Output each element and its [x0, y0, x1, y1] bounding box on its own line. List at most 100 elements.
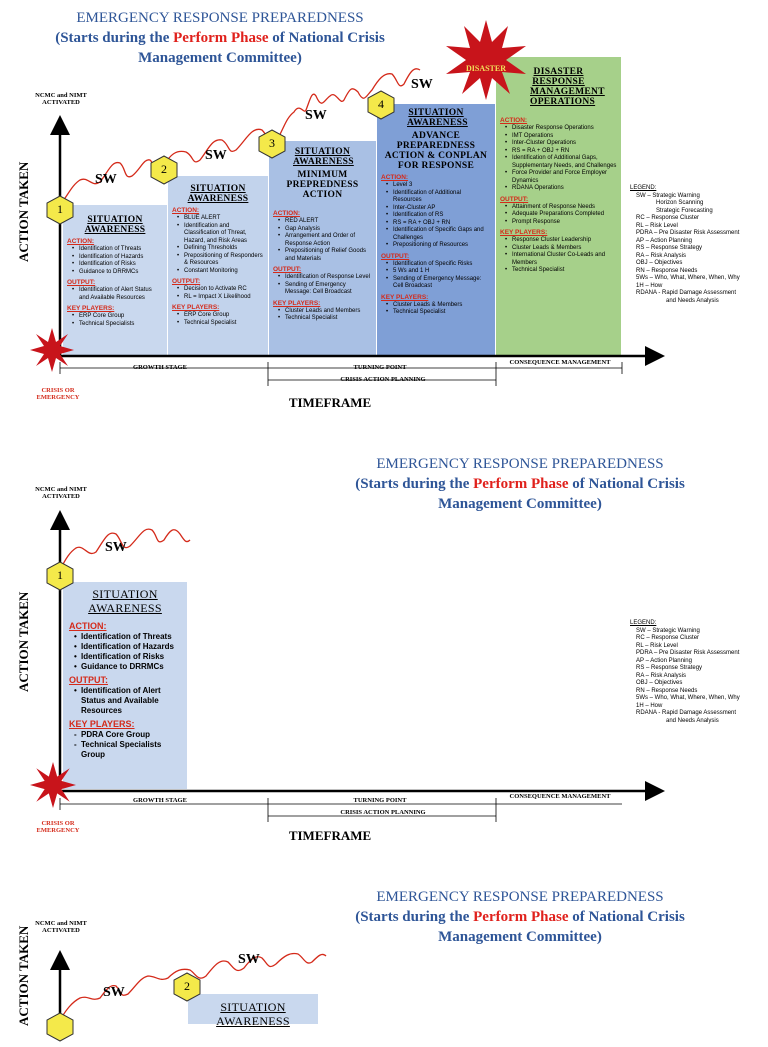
list-item: Sending of Emergency Message: Cell Broad… — [386, 276, 491, 291]
ncmc-label: NCMC and NIMT ACTIVATED — [35, 920, 87, 934]
list-item: Technical Specialist — [278, 315, 372, 323]
list-item: Identification of Specific Gaps and Chal… — [386, 227, 491, 242]
box1-players-label: KEY PLAYERS: — [67, 305, 115, 312]
list-item: IMT Operations — [505, 133, 617, 141]
legend-line: OBJ – Objectives — [636, 680, 683, 686]
box5-heading: DISASTER RESPONSE MANAGEMENT OPERATIONS — [530, 67, 605, 107]
x-axis-label: TIMEFRAME — [288, 395, 372, 410]
list-item: ERP Core Group — [72, 313, 163, 321]
legend-line: AP – Action Planning — [636, 657, 692, 664]
list-item: Identification of Alert Status and Avail… — [74, 686, 181, 716]
step-number: 1 — [57, 568, 63, 582]
y-axis-label: ACTION TAKEN — [16, 925, 31, 1026]
list-item: Cluster Leads & Members — [505, 245, 617, 253]
box3-action-label: ACTION: — [273, 210, 301, 217]
y-axis-label: ACTION TAKEN — [16, 161, 31, 262]
legend-line: RDANA - Rapid Damage Assessment — [636, 290, 737, 296]
consequence-label: CONSEQUENCE MANAGEMENT — [509, 793, 611, 800]
title-line-2: (Starts during the Perform Phase of Nati… — [0, 28, 440, 48]
box2-heading: SITUATION AWARENESS — [187, 184, 249, 204]
legend-line: PDRA – Pre Disaster Risk Assessment — [636, 650, 740, 656]
legend-title: LEGEND: — [630, 620, 657, 626]
panel3-axes — [50, 950, 327, 1024]
box1-output-label: OUTPUT: — [67, 279, 96, 286]
step-number: 3 — [269, 136, 275, 150]
box3-players: Cluster Leads and Members Technical Spec… — [273, 308, 372, 323]
title-post: of National Crisis — [568, 476, 685, 492]
legend-line: RS – Response Strategy — [636, 665, 703, 671]
title-line-1: EMERGENCY RESPONSE PREPAREDNESS — [376, 456, 664, 472]
legend-line: 5Ws – Who, What, Where, When, Why — [636, 695, 740, 701]
list-item: Technical Specialists — [72, 321, 163, 329]
list-item: Disaster Response Operations — [505, 125, 617, 133]
box1-players: PDRA Core Group Technical Specialists Gr… — [69, 730, 181, 760]
box3-output-label: OUTPUT: — [273, 266, 302, 273]
list-item: Constant Monitoring — [177, 268, 264, 276]
growth-stage-label: GROWTH STAGE — [133, 364, 187, 371]
legend-line: OBJ – Objectives — [636, 260, 683, 266]
list-item: Identification of Additional Gaps, Suppl… — [505, 155, 617, 170]
sw-label: SW — [411, 77, 433, 92]
legend-line: RA – Risk Analysis — [636, 252, 687, 259]
crisis-burst-icon — [30, 328, 74, 372]
list-item: Identification and Classification of Thr… — [177, 223, 264, 246]
step-hexagon-1 — [45, 1012, 75, 1042]
box-situation-awareness-2: SITUATION AWARENESS ACTION: BLUE ALERT I… — [168, 176, 268, 355]
sw-label: SW — [305, 108, 327, 123]
box1-actions: Identification of Threats Identification… — [67, 246, 163, 276]
crisis-label: CRISIS OR EMERGENCY — [36, 820, 80, 834]
list-item: Inter-Cluster AP — [386, 205, 491, 213]
box1-action-label: ACTION: — [69, 621, 107, 631]
legend-line: RL – Risk Level — [636, 642, 678, 649]
title-red: Perform Phase — [473, 476, 569, 492]
title-red: Perform Phase — [473, 909, 569, 925]
box1-output-label: OUTPUT: — [69, 675, 108, 685]
crisis-action-planning-label: CRISIS ACTION PLANNING — [340, 376, 426, 383]
box5-action-label: ACTION: — [500, 117, 528, 124]
list-item: Identification of RS — [386, 212, 491, 220]
list-item: Prepositioning of Relief Goods and Mater… — [278, 248, 372, 263]
list-item: PDRA Core Group — [74, 730, 181, 740]
box1-players: ERP Core Group Technical Specialists — [67, 313, 163, 328]
panel2-title: EMERGENCY RESPONSE PREPAREDNESS (Starts … — [300, 454, 740, 514]
box1-heading: SITUATION AWARENESS — [88, 587, 162, 615]
list-item: Level 3 — [386, 182, 491, 190]
list-item: Identification of Specific Risks — [386, 261, 491, 269]
box4-subheading: ADVANCE PREPAREDNESS ACTION & CONPLAN FO… — [384, 131, 488, 171]
step-number: 2 — [184, 979, 190, 993]
panel1-title: EMERGENCY RESPONSE PREPAREDNESS (Starts … — [0, 8, 440, 68]
legend-line: RN – Response Needs — [636, 687, 698, 694]
title-line-2: (Starts during the Perform Phase of Nati… — [300, 907, 740, 927]
box4-heading: SITUATION AWARENESS — [407, 108, 468, 128]
box-situation-awareness-1: SITUATION AWARENESS ACTION: Identificati… — [63, 205, 167, 355]
box4-players-label: KEY PLAYERS: — [381, 293, 429, 301]
step-number: 4 — [378, 97, 384, 111]
box4-actions: Level 3 Identification of Additional Res… — [381, 182, 491, 250]
panel1-axes — [50, 68, 665, 386]
legend-line: and Needs Analysis — [666, 717, 719, 724]
panel3-title: EMERGENCY RESPONSE PREPAREDNESS (Starts … — [300, 887, 740, 947]
list-item: RED ALERT — [278, 218, 372, 226]
title-red: Perform Phase — [173, 30, 269, 46]
list-item: Identification of Threats — [72, 246, 163, 254]
legend-line: and Needs Analysis — [666, 297, 719, 304]
legend-line: 1H – How — [636, 702, 663, 709]
box1-action-label: ACTION: — [67, 238, 95, 245]
box1-heading: SITUATION AWARENESS — [84, 215, 146, 235]
trend-wave-line — [59, 68, 421, 206]
title-line-3: Management Committee) — [438, 496, 602, 512]
legend-line: AP – Action Planning — [636, 237, 692, 244]
list-item: Technical Specialists Group — [74, 740, 181, 760]
box1-outputs: Identification of Alert Status and Avail… — [69, 686, 181, 716]
list-item: Identification of Hazards — [72, 254, 163, 262]
disaster-label: DISASTER — [465, 64, 506, 73]
title-pre: (Starts during the — [55, 30, 174, 46]
sw-label: SW — [205, 148, 227, 163]
box-disaster-response: DISASTER RESPONSE MANAGEMENT OPERATIONS … — [496, 57, 621, 355]
ncmc-label: NCMC and NIMT ACTIVATED — [35, 486, 87, 500]
legend-line: PDRA – Pre Disaster Risk Assessment — [636, 230, 740, 236]
box-situation-awareness-1: SITUATION AWARENESS ACTION: Identificati… — [63, 582, 187, 789]
crisis-action-planning-label: CRISIS ACTION PLANNING — [340, 809, 426, 816]
box3-heading: SITUATION AWARENESS — [293, 147, 354, 167]
list-item: Identification of Response Level — [278, 274, 372, 282]
